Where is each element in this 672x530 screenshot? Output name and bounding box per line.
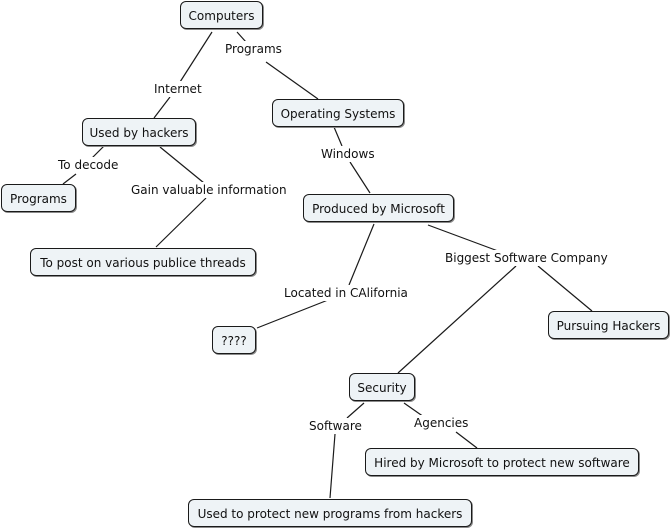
connector-computers-programs	[236, 31, 247, 43]
connector-biggest-security	[397, 265, 517, 374]
concept-unknown[interactable]: ????	[212, 326, 256, 354]
connector-windows-produced	[349, 161, 371, 194]
concept-produced-by-microsoft[interactable]: Produced by Microsoft	[303, 194, 454, 222]
connector-produced-biggest	[427, 224, 499, 252]
link-label-biggest: Biggest Software Company	[444, 250, 611, 266]
concept-used-by-hackers[interactable]: Used by hackers	[82, 118, 196, 146]
connector-to-decode-programs	[62, 173, 77, 185]
connector-agencies-hired	[455, 431, 478, 449]
concept-programs[interactable]: Programs	[1, 184, 76, 212]
connector-used-gain-info	[159, 146, 205, 184]
link-label-software: Software	[308, 418, 366, 434]
connector-biggest-pursuing	[537, 265, 593, 312]
connector-produced-located	[348, 223, 375, 286]
concept-to-post[interactable]: To post on various publice threads	[30, 248, 256, 276]
link-label-to-decode: To decode	[57, 157, 122, 173]
link-label-internet: Internet	[153, 81, 210, 97]
connector-used-to-decode	[91, 145, 105, 159]
connector-software-used-to-protect	[329, 433, 336, 499]
connector-computers-internet	[179, 31, 213, 83]
link-label-windows: Windows	[320, 146, 379, 162]
connector-security-agencies	[403, 402, 425, 418]
link-label-programs: Programs	[224, 41, 289, 57]
concept-computers[interactable]: Computers	[180, 1, 263, 29]
concept-hired-by-microsoft[interactable]: Hired by Microsoft to protect new softwa…	[365, 448, 639, 476]
concept-used-to-protect[interactable]: Used to protect new programs from hacker…	[188, 499, 472, 527]
link-label-agencies: Agencies	[413, 415, 475, 431]
link-label-located: Located in CAlifornia	[283, 285, 411, 301]
concept-security[interactable]: Security	[349, 373, 415, 401]
concept-operating-systems[interactable]: Operating Systems	[272, 99, 404, 127]
connector-gain-info-to-post	[155, 197, 207, 248]
connector-security-software	[346, 402, 365, 419]
connector-programs-operating-systems	[265, 61, 319, 100]
connector-located-unknown	[256, 299, 329, 329]
concept-pursuing-hackers[interactable]: Pursuing Hackers	[548, 311, 669, 339]
connector-internet-used-by-hackers	[153, 96, 171, 119]
connector-os-windows	[333, 126, 343, 147]
link-label-gain-info: Gain valuable information	[130, 182, 289, 198]
